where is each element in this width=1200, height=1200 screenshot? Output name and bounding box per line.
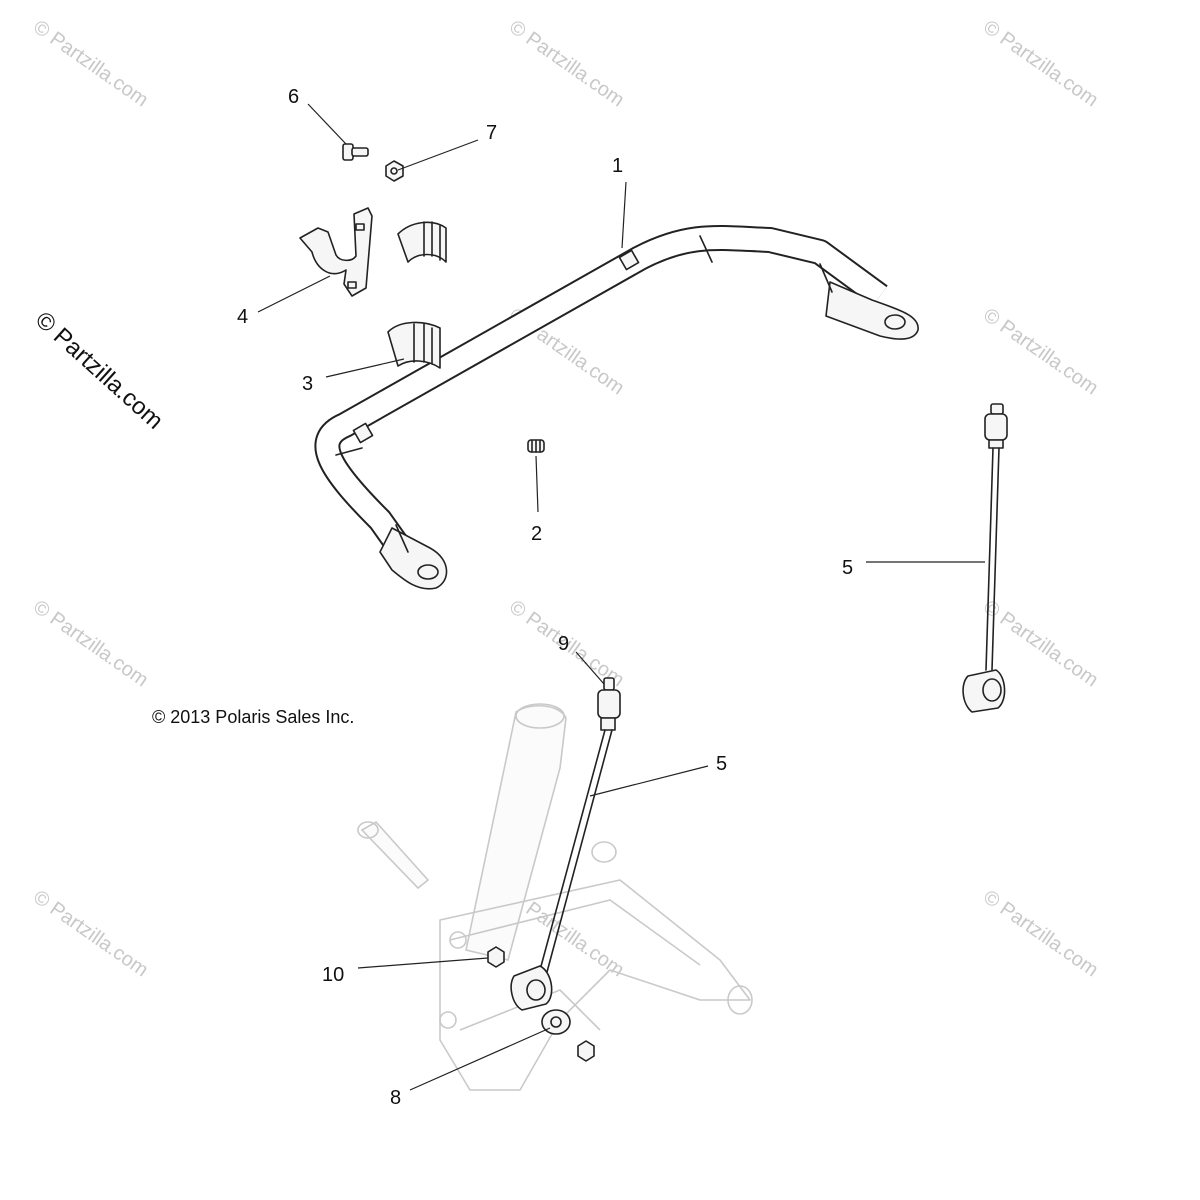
callout-5-lower: 5 [716, 753, 727, 775]
callout-5-right: 5 [842, 557, 853, 579]
clamp-4 [299, 207, 373, 297]
link-rod-5-lower [510, 677, 621, 1011]
watermark: © Partzilla.com [29, 16, 152, 111]
watermark: © Partzilla.com [979, 304, 1102, 399]
callout-4: 4 [237, 306, 248, 328]
watermark-layer: © Partzilla.com © Partzilla.com © Partzi… [29, 16, 1102, 981]
bushing-3 [387, 221, 447, 369]
watermark: © Partzilla.com [29, 596, 152, 691]
callout-6: 6 [288, 86, 299, 108]
side-watermark: © Partzilla.com [30, 306, 168, 434]
callout-10: 10 [322, 964, 344, 986]
callout-2: 2 [531, 523, 542, 545]
watermark: © Partzilla.com [505, 16, 628, 111]
callout-9: 9 [558, 633, 569, 655]
callout-1: 1 [612, 155, 623, 177]
fitting-2 [527, 439, 545, 453]
washer-8 [541, 1009, 595, 1062]
callout-7: 7 [486, 122, 497, 144]
copyright-text: © 2013 Polaris Sales Inc. [152, 707, 354, 727]
nut-10 [487, 946, 505, 968]
watermark: © Partzilla.com [979, 16, 1102, 111]
bolt-6 [342, 143, 369, 161]
link-rod-5-right [962, 403, 1008, 713]
suspension-assembly [357, 703, 753, 1091]
stabilizer-bar [314, 225, 919, 590]
callout-8: 8 [390, 1087, 401, 1109]
callout-labels: 1 2 3 4 5 5 6 7 8 9 10 [237, 86, 853, 1109]
watermark: © Partzilla.com [979, 886, 1102, 981]
callout-3: 3 [302, 373, 313, 395]
watermark: © Partzilla.com [29, 886, 152, 981]
nut-7 [385, 160, 404, 182]
leader-lines [257, 103, 985, 1091]
